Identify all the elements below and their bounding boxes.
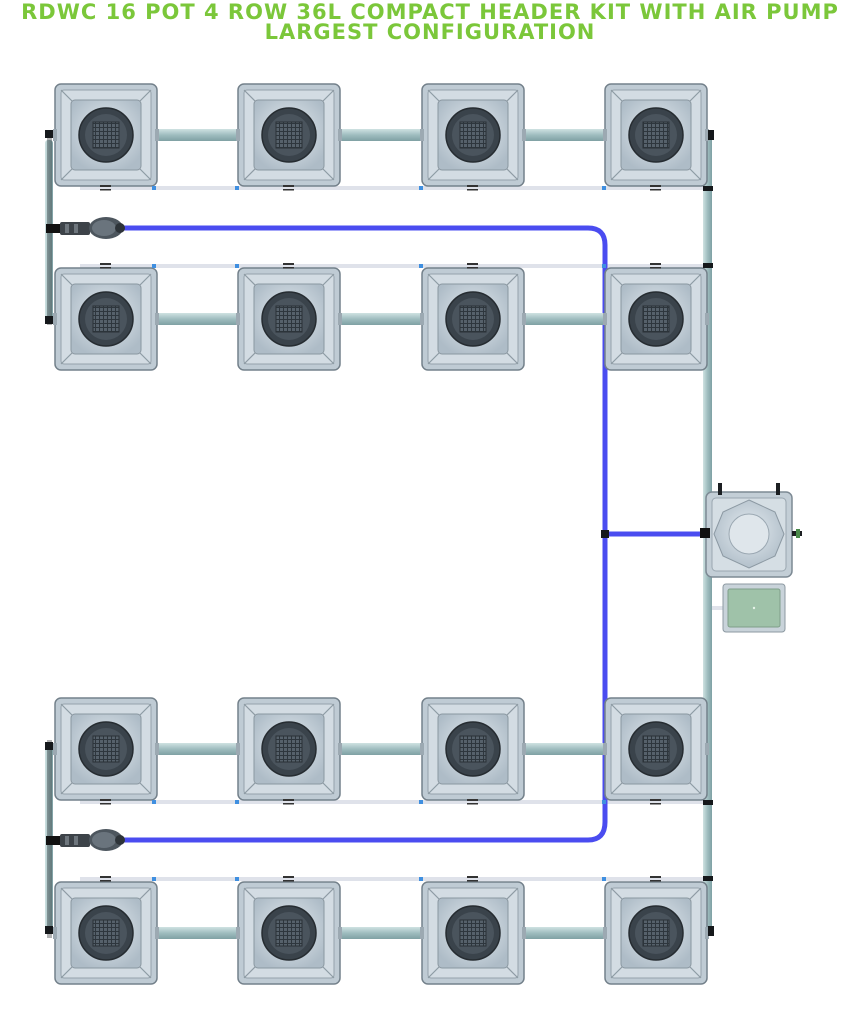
drain-line-row3 xyxy=(80,800,712,804)
drain-line-row4 xyxy=(80,877,712,881)
inline-pump-top xyxy=(46,217,125,239)
pot xyxy=(53,267,159,371)
title-line-2: LARGEST CONFIGURATION xyxy=(264,20,596,44)
fitting xyxy=(602,186,606,190)
fitting xyxy=(152,800,156,804)
fitting xyxy=(419,877,423,881)
pot xyxy=(236,267,342,371)
end-cap xyxy=(703,186,713,191)
pot xyxy=(603,267,709,371)
fitting xyxy=(235,264,239,268)
fitting xyxy=(419,800,423,804)
air-pump xyxy=(722,583,786,633)
pipe-segment xyxy=(155,313,240,325)
tee-fitting xyxy=(601,530,609,538)
fittings xyxy=(45,130,714,936)
fitting xyxy=(152,877,156,881)
pipe-segment xyxy=(522,743,607,755)
pot xyxy=(236,697,342,801)
pipe-segment xyxy=(522,927,607,939)
fitting xyxy=(152,186,156,190)
fitting xyxy=(602,264,606,268)
end-cap xyxy=(708,130,714,140)
end-cap xyxy=(708,926,714,936)
pipe-segment xyxy=(522,129,607,141)
pipe-segment xyxy=(155,743,240,755)
fitting xyxy=(602,800,606,804)
drain-line-row1 xyxy=(80,186,712,190)
pot xyxy=(420,83,526,187)
fitting xyxy=(419,264,423,268)
fitting xyxy=(235,186,239,190)
fitting xyxy=(235,877,239,881)
end-cap xyxy=(45,926,53,934)
drain-line-row2 xyxy=(80,264,712,268)
fitting xyxy=(152,264,156,268)
header-tank xyxy=(700,483,802,578)
pot xyxy=(53,83,159,187)
pot xyxy=(53,881,159,985)
inline-pump-bottom xyxy=(46,829,125,851)
end-cap xyxy=(703,876,713,881)
pot xyxy=(53,697,159,801)
end-cap xyxy=(703,800,713,805)
pipe-segment xyxy=(155,927,240,939)
pipe-segment xyxy=(155,129,240,141)
pipe-segment xyxy=(338,927,424,939)
pot xyxy=(420,881,526,985)
pot xyxy=(236,83,342,187)
pipe-segment xyxy=(522,313,607,325)
drain-lines xyxy=(80,186,726,881)
pot xyxy=(603,881,709,985)
title-line-1: RDWC 16 POT 4 ROW 36L COMPACT HEADER KIT… xyxy=(21,0,839,24)
pot xyxy=(603,697,709,801)
end-cap xyxy=(45,742,53,750)
fitting xyxy=(235,800,239,804)
pots xyxy=(53,83,709,985)
end-cap xyxy=(45,130,53,138)
fitting xyxy=(419,186,423,190)
end-cap xyxy=(703,263,713,268)
pot xyxy=(420,267,526,371)
fitting xyxy=(602,877,606,881)
pipe-segment xyxy=(338,313,424,325)
end-cap xyxy=(45,316,53,324)
pot xyxy=(603,83,709,187)
pipe-segment xyxy=(338,743,424,755)
pot xyxy=(420,697,526,801)
pipe-segment xyxy=(338,129,424,141)
pot xyxy=(236,881,342,985)
connecting-pipes xyxy=(155,129,607,939)
